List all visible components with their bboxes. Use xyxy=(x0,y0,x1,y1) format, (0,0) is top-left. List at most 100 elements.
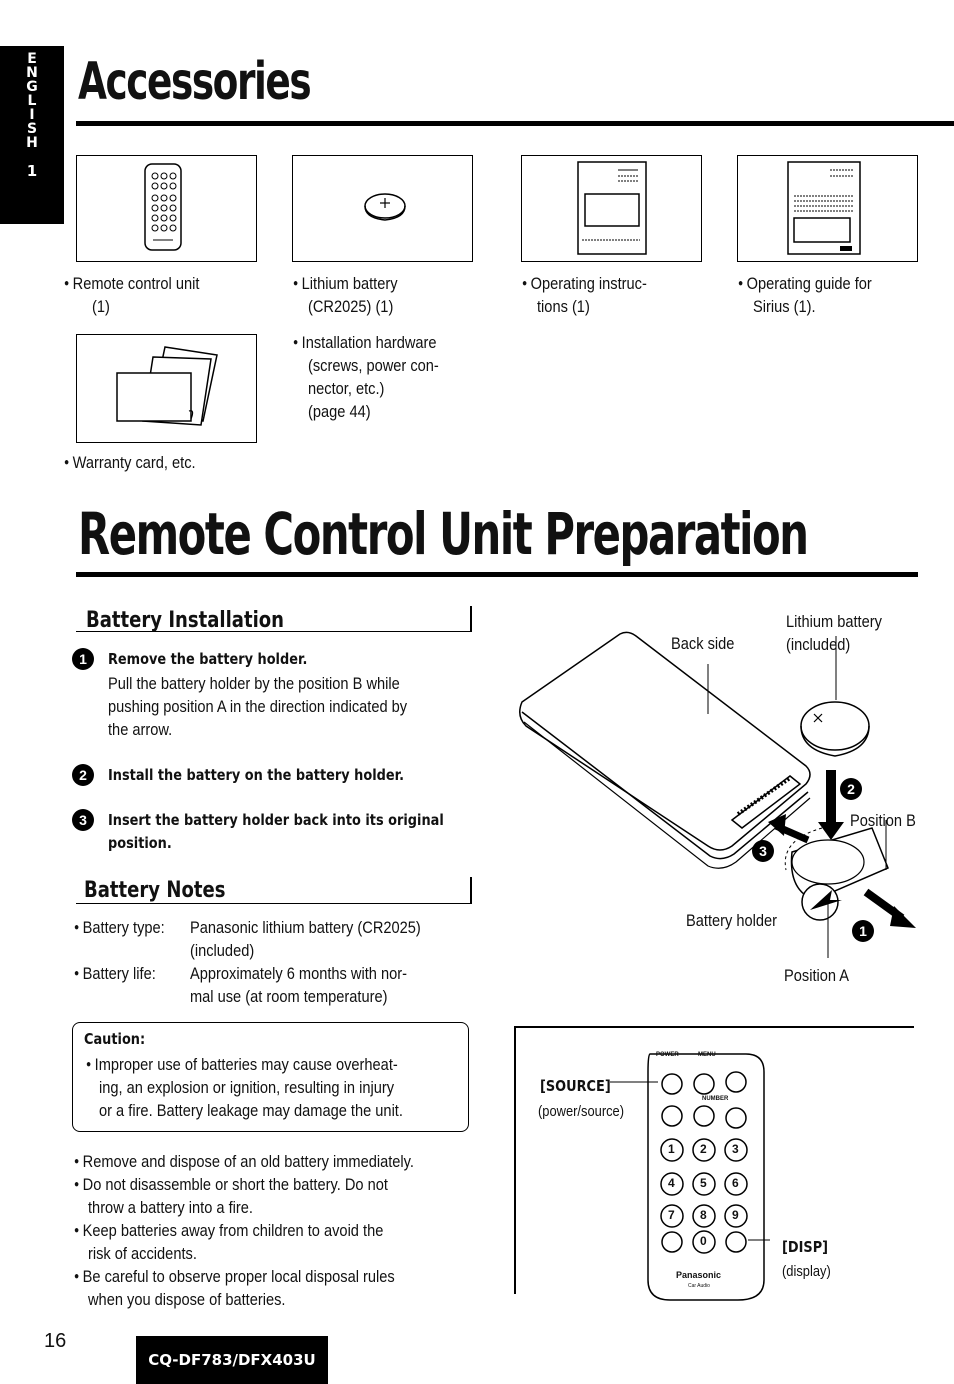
menu-key-label: MENU xyxy=(698,1052,716,1058)
battery-type-label: Battery type: xyxy=(74,916,165,942)
step-number: 3 xyxy=(72,809,94,831)
battery-diagram: 2 3 1 xyxy=(510,600,954,1000)
tab-letter: S xyxy=(26,121,38,137)
model-number: CQ-DF783/DFX403U xyxy=(148,1351,316,1369)
warranty-image-box xyxy=(76,334,257,443)
bullet-item: when you dispose of batteries. xyxy=(88,1290,286,1309)
caution-text: Improper use of batteries may cause over… xyxy=(86,1053,398,1079)
section-underline xyxy=(76,631,472,632)
battery-diagram-drawing xyxy=(519,631,916,958)
accessory-caption: nector, etc.) xyxy=(308,379,385,398)
brand-sub: Car Audio xyxy=(688,1283,710,1289)
number-key-label: NUMBER xyxy=(702,1096,729,1102)
step-body: pushing position A in the direction indi… xyxy=(108,697,408,716)
marker-3: 3 xyxy=(752,840,774,862)
caution-text: or a fire. Battery leakage may damage th… xyxy=(99,1101,403,1120)
position-a-label: Position A xyxy=(784,966,850,985)
caution-box xyxy=(72,1022,469,1132)
step-number: 2 xyxy=(72,764,94,786)
booklet-icon xyxy=(577,161,647,255)
coin-battery-icon xyxy=(364,193,406,221)
guide-booklet-icon xyxy=(787,161,861,255)
accessory-caption: Warranty card, etc. xyxy=(64,451,196,477)
accessory-caption: Installation hardware xyxy=(293,331,437,357)
section-bracket xyxy=(470,606,472,632)
battery-life-label: Battery life: xyxy=(74,962,156,988)
language-letters: E N G L I S H xyxy=(26,52,38,150)
instructions-image-box xyxy=(521,155,702,262)
accessory-caption: (screws, power con- xyxy=(308,356,439,375)
step-1: 1 xyxy=(72,648,94,670)
step-body: Pull the battery holder by the position … xyxy=(108,674,400,693)
position-b-label: Position B xyxy=(850,811,916,830)
key-2: 2 xyxy=(700,1142,707,1156)
accessories-title: Accessories xyxy=(78,52,312,112)
key-9: 9 xyxy=(732,1208,739,1222)
key-0: 0 xyxy=(700,1234,707,1248)
source-label: [SOURCE] xyxy=(540,1077,611,1095)
section-underline xyxy=(76,903,472,904)
remote-illustration: POWER MENU NUMBER 1 2 3 4 5 6 7 8 9 0 Pa… xyxy=(610,1050,782,1306)
key-7: 7 xyxy=(668,1208,675,1222)
section-number: 1 xyxy=(26,162,38,180)
key-3: 3 xyxy=(732,1142,739,1156)
key-1: 1 xyxy=(668,1142,675,1156)
tab-letter: E xyxy=(27,51,37,67)
title-rule xyxy=(76,572,918,577)
battery-holder-label: Battery holder xyxy=(686,911,778,930)
battery-life-value: mal use (at room temperature) xyxy=(190,987,388,1006)
step-body: the arrow. xyxy=(108,720,173,739)
caution-title: Caution: xyxy=(84,1030,146,1048)
tab-letter: L xyxy=(27,93,37,109)
language-tab: E N G L I S H 1 xyxy=(0,46,64,224)
rcu-title: Remote Control Unit Preparation xyxy=(78,500,809,568)
key-6: 6 xyxy=(732,1176,739,1190)
tab-letter: N xyxy=(26,65,38,81)
step-2: 2 xyxy=(72,764,94,786)
accessory-caption: Remote control unit xyxy=(64,272,200,298)
key-8: 8 xyxy=(700,1208,707,1222)
battery-life-value: Approximately 6 months with nor- xyxy=(190,964,407,983)
model-number-tag: CQ-DF783/DFX403U xyxy=(136,1336,328,1384)
bullet-item: Keep batteries away from children to avo… xyxy=(74,1219,384,1245)
bullet-item: Remove and dispose of an old battery imm… xyxy=(74,1150,414,1176)
remote-box-top xyxy=(514,1026,914,1028)
accessory-caption: (CR2025) (1) xyxy=(308,297,394,316)
back-side-label: Back side xyxy=(671,634,735,653)
step-title: Insert the battery holder back into its … xyxy=(108,811,444,829)
disp-label: [DISP] xyxy=(782,1238,829,1256)
battery-installation-heading: Battery Installation xyxy=(86,608,285,633)
lithium-battery-label: Lithium battery xyxy=(786,612,882,631)
accessory-caption: tions (1) xyxy=(537,297,590,316)
step-number: 1 xyxy=(72,648,94,670)
power-key-label: POWER xyxy=(656,1052,679,1058)
brand-logo: Panasonic xyxy=(676,1270,722,1280)
marker-1: 1 xyxy=(852,920,874,942)
section-bracket xyxy=(470,877,472,904)
remote-box-left xyxy=(514,1026,516,1294)
step-title: position. xyxy=(108,834,172,852)
caution-text: ing, an explosion or ignition, resulting… xyxy=(99,1078,395,1097)
step-3: 3 xyxy=(72,809,94,831)
bullet-item: Be careful to observe proper local dispo… xyxy=(74,1265,395,1291)
tab-letter: I xyxy=(29,107,35,123)
source-sub-label: (power/source) xyxy=(538,1103,625,1120)
page-number: 16 xyxy=(44,1330,67,1352)
bullet-item: throw a battery into a fire. xyxy=(88,1198,253,1217)
remote-image-box xyxy=(76,155,257,262)
tab-letter: G xyxy=(26,79,38,95)
key-5: 5 xyxy=(700,1176,707,1190)
accessory-caption: Operating instruc- xyxy=(522,272,647,298)
battery-type-value: (included) xyxy=(190,941,255,960)
step-title: Remove the battery holder. xyxy=(108,650,308,668)
marker-2: 2 xyxy=(840,778,862,800)
accessory-caption: Sirius (1). xyxy=(753,297,816,316)
accessory-caption: Lithium battery xyxy=(293,272,398,298)
tab-letter: H xyxy=(26,135,38,151)
accessory-caption: (page 44) xyxy=(308,402,371,421)
battery-notes-heading: Battery Notes xyxy=(84,878,226,903)
battery-image-box xyxy=(292,155,473,262)
step-title: Install the battery on the battery holde… xyxy=(108,766,405,784)
title-rule xyxy=(76,121,954,126)
remote-control-icon xyxy=(144,163,182,251)
